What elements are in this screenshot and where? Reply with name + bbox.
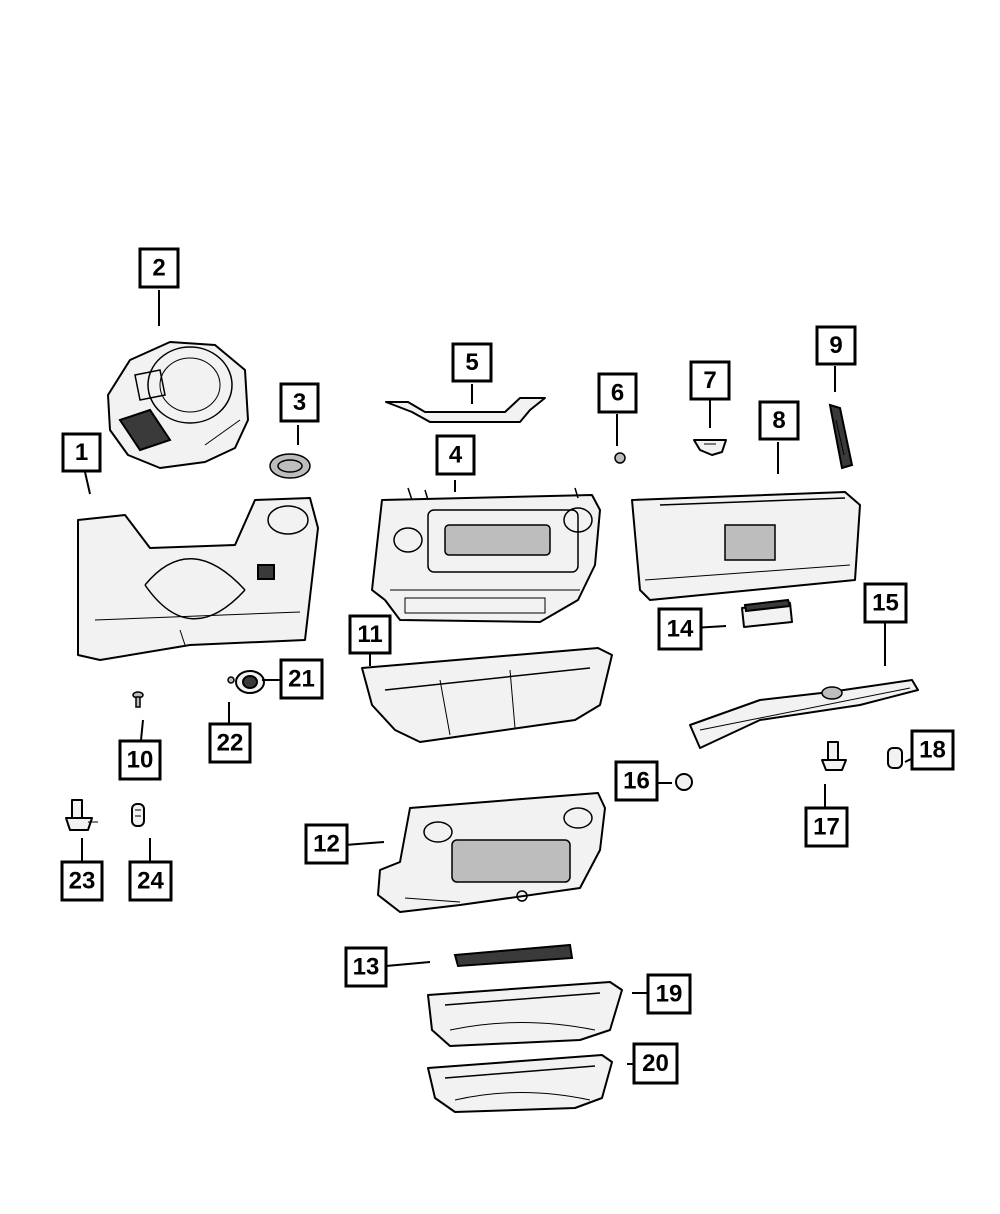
callout-20: 20 (632, 1042, 679, 1085)
part-4-center-bezel (371, 487, 601, 623)
part-9-damper (828, 403, 854, 470)
part-23-bulb-socket (65, 799, 98, 831)
callout-label: 3 (293, 389, 306, 416)
part-10-screw (132, 691, 144, 708)
part-6-nut (614, 452, 626, 464)
callout-label: 18 (919, 737, 946, 764)
callout-label: 19 (656, 981, 683, 1008)
callout-label: 9 (829, 332, 842, 359)
callout-10: 10 (118, 739, 162, 781)
callout-label: 16 (623, 768, 650, 795)
callout-3: 3 (279, 382, 320, 423)
part-13-trim-strip (453, 943, 574, 968)
part-16-cap (675, 773, 693, 791)
callout-label: 4 (449, 442, 463, 469)
callout-label: 15 (872, 590, 899, 617)
callout-label: 11 (357, 621, 382, 648)
part-14-latch (741, 598, 793, 628)
callout-8: 8 (758, 400, 800, 441)
callout-13: 13 (344, 946, 388, 988)
callout-label: 14 (667, 616, 694, 643)
callout-19: 19 (646, 973, 692, 1015)
part-22-clip (227, 676, 235, 684)
callout-12: 12 (304, 823, 349, 865)
part-15-trim-strip (689, 679, 919, 749)
callout-label: 22 (217, 730, 244, 757)
part-7-clip (693, 439, 727, 456)
callout-7: 7 (689, 360, 731, 401)
callout-9: 9 (815, 325, 857, 366)
callout-label: 7 (703, 367, 716, 394)
callout-label: 2 (152, 255, 165, 282)
callout-4: 4 (435, 434, 476, 476)
callout-label: 24 (137, 868, 164, 895)
callout-label: 17 (813, 814, 840, 841)
part-1-lower-trim-panel (77, 497, 319, 661)
callout-24: 24 (128, 860, 173, 902)
callout-23: 23 (60, 860, 104, 902)
callout-label: 20 (642, 1050, 669, 1077)
callout-label: 10 (127, 747, 154, 774)
callout-6: 6 (597, 372, 638, 414)
part-11-lower-panel (361, 647, 613, 743)
callout-label: 21 (288, 666, 315, 693)
part-5-bracket (385, 397, 546, 423)
callout-label: 8 (772, 407, 785, 434)
leader-lines (81, 290, 914, 1065)
callout-16: 16 (614, 760, 659, 802)
part-21-switch (235, 670, 265, 694)
callout-18: 18 (910, 729, 955, 771)
callout-label: 23 (69, 868, 96, 895)
part-2-steering-column-shroud (107, 341, 249, 469)
callout-21: 21 (279, 658, 324, 700)
callout-11: 11 (348, 614, 392, 655)
part-3-ring (269, 453, 311, 479)
callout-label: 12 (313, 831, 340, 858)
part-17-socket (821, 741, 847, 771)
callout-label: 5 (465, 349, 478, 376)
callout-17: 17 (804, 806, 849, 848)
callout-1: 1 (61, 432, 102, 473)
callout-15: 15 (863, 582, 908, 624)
callout-22: 22 (208, 722, 252, 764)
callout-label: 1 (75, 439, 88, 466)
callout-5: 5 (451, 342, 493, 383)
part-24-bulb (131, 803, 145, 827)
part-12-lower-housing (377, 792, 606, 913)
part-18-bulb (887, 747, 903, 769)
callout-label: 6 (611, 380, 624, 407)
callout-2: 2 (138, 247, 180, 289)
callout-14: 14 (657, 607, 703, 651)
part-20-trim-cover (427, 1054, 613, 1113)
part-19-trim-cover (427, 981, 623, 1047)
callout-label: 13 (353, 954, 380, 981)
part-8-glove-box (631, 491, 861, 601)
